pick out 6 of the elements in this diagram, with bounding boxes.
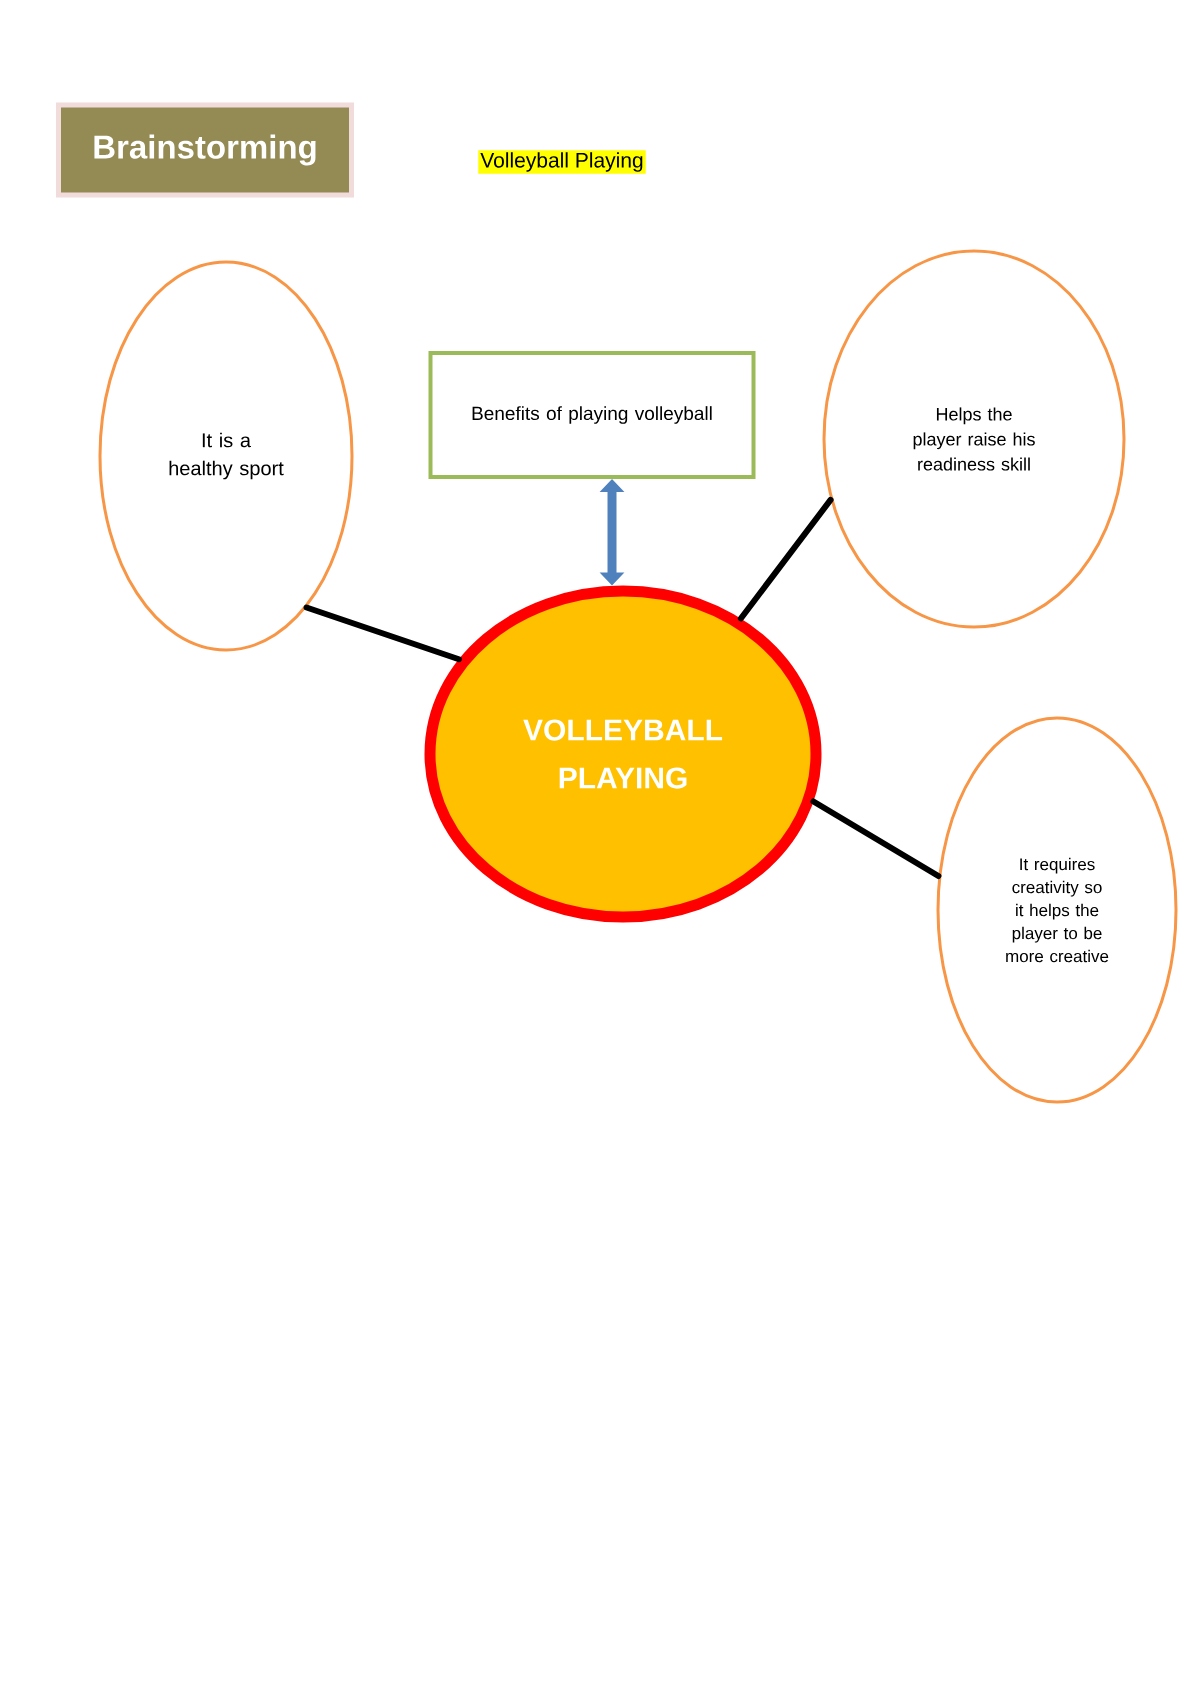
connector-line: [303, 604, 462, 663]
connector-line: [737, 496, 834, 622]
heading-box: Brainstorming: [56, 102, 354, 198]
text-box: Benefits of playing volleyball: [428, 351, 756, 479]
connector-line: [810, 798, 942, 879]
highlighted-title: Volleyball Playing: [478, 150, 646, 174]
